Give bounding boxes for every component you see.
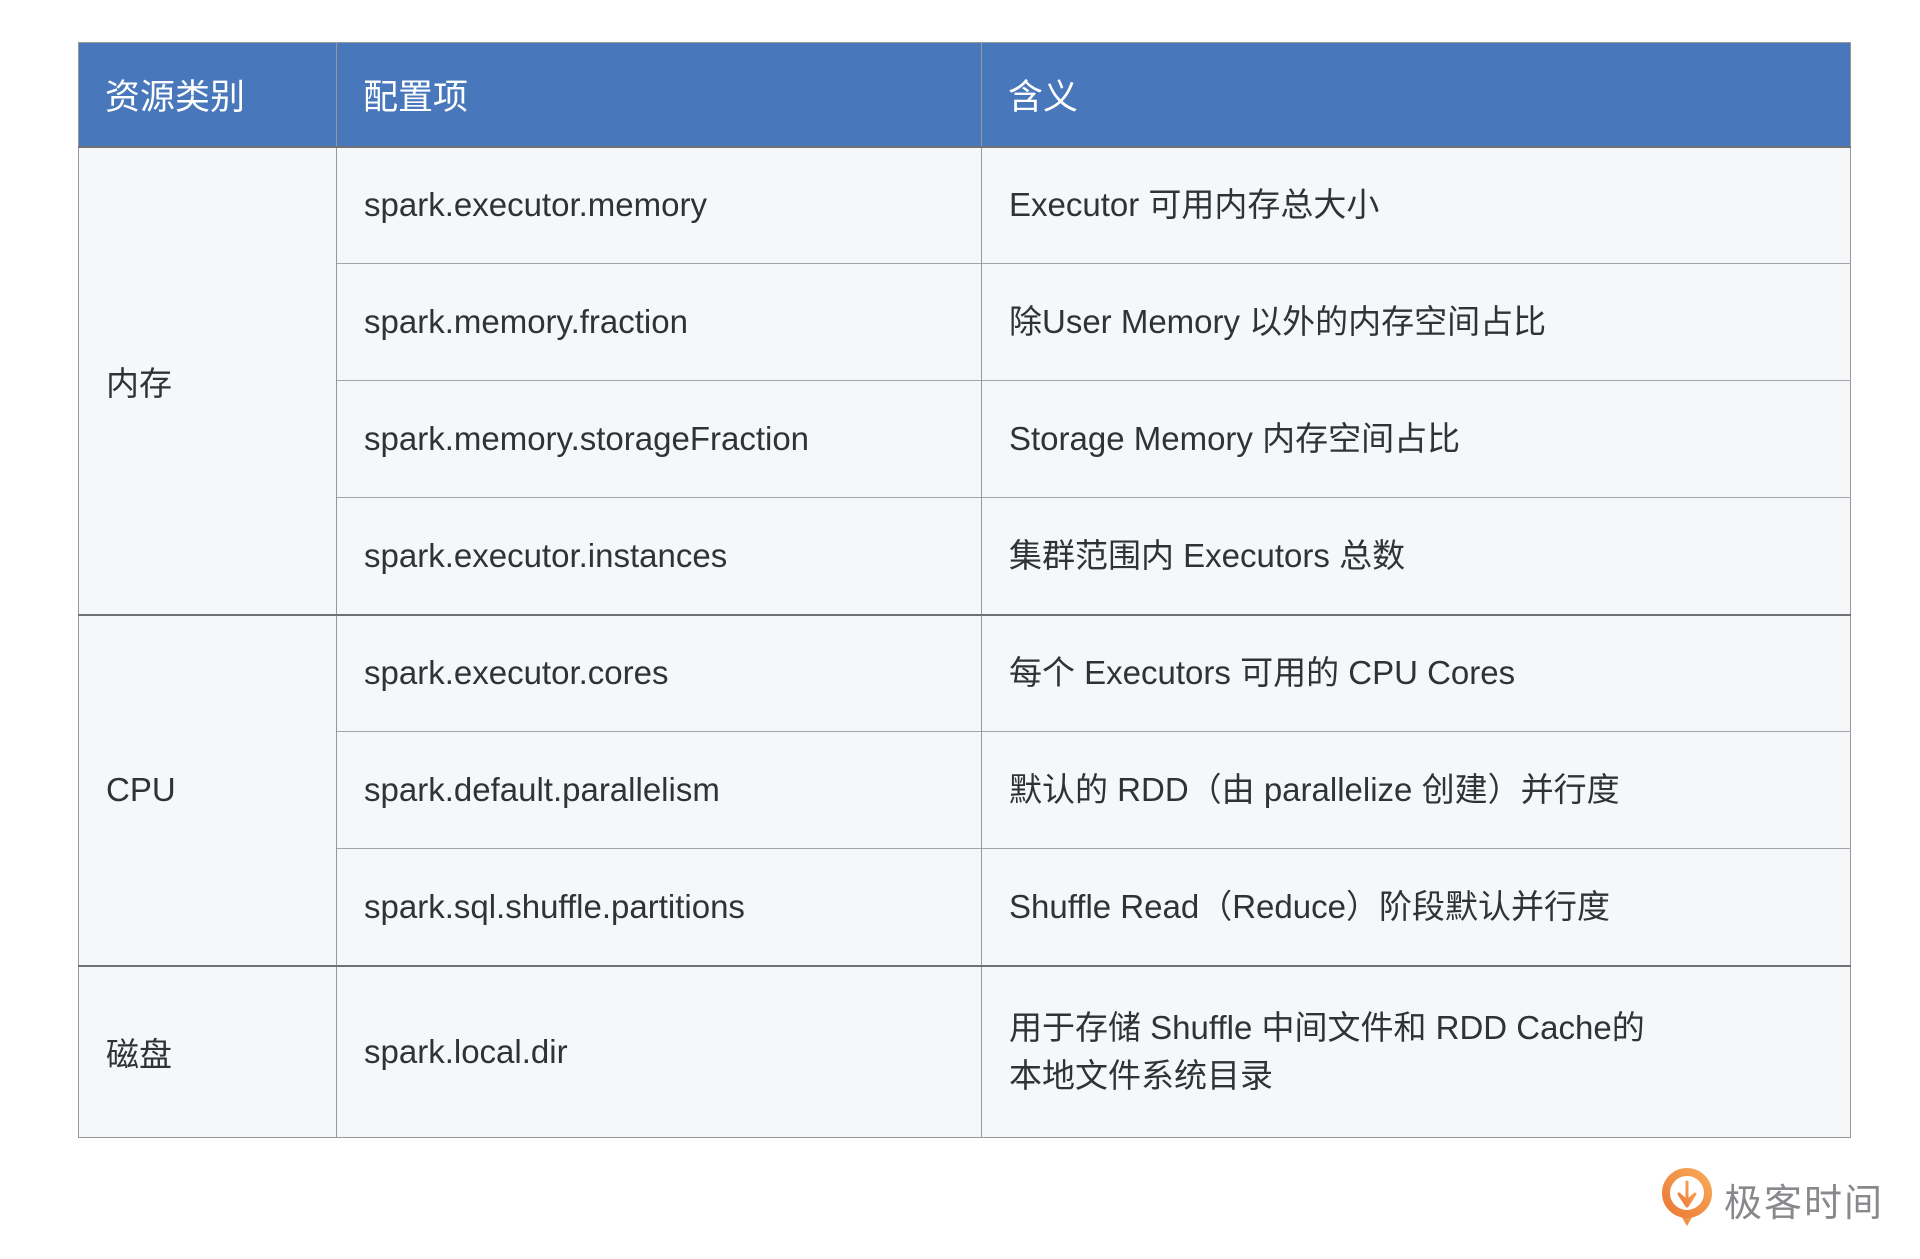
config-item-cell: spark.executor.instances: [336, 497, 982, 615]
header-resource-category: 资源类别: [78, 42, 337, 148]
geektime-logo-text: 极客时间: [1724, 1182, 1885, 1225]
config-item-cell: spark.memory.storageFraction: [336, 380, 982, 498]
header-row: 资源类别 配置项 含义: [78, 42, 1851, 148]
header-meaning: 含义: [981, 42, 1851, 148]
meaning-cell: Shuffle Read（Reduce）阶段默认并行度: [981, 848, 1851, 966]
config-item-cell: spark.default.parallelism: [336, 731, 982, 849]
geektime-logo-icon: [1662, 1168, 1712, 1226]
header-config-item: 配置项: [336, 42, 982, 148]
meaning-cell: 集群范围内 Executors 总数: [981, 497, 1851, 615]
meaning-cell: 默认的 RDD（由 parallelize 创建）并行度: [981, 731, 1851, 849]
config-item-cell: spark.executor.memory: [336, 145, 982, 264]
config-item-cell: spark.memory.fraction: [336, 263, 982, 381]
category-cell: CPU: [78, 613, 337, 966]
meaning-cell: Executor 可用内存总大小: [981, 145, 1851, 264]
meaning-cell: 每个 Executors 可用的 CPU Cores: [981, 613, 1851, 732]
geektime-logo: 极客时间: [1662, 1168, 1884, 1230]
category-cell: 内存: [78, 145, 337, 615]
meaning-cell: 用于存储 Shuffle 中间文件和 RDD Cache的 本地文件系统目录: [981, 964, 1851, 1138]
meaning-cell: 除User Memory 以外的内存空间占比: [981, 263, 1851, 381]
config-item-cell: spark.executor.cores: [336, 613, 982, 732]
meaning-cell: Storage Memory 内存空间占比: [981, 380, 1851, 498]
category-cell: 磁盘: [78, 964, 337, 1138]
config-item-cell: spark.local.dir: [336, 964, 982, 1138]
config-item-cell: spark.sql.shuffle.partitions: [336, 848, 982, 966]
